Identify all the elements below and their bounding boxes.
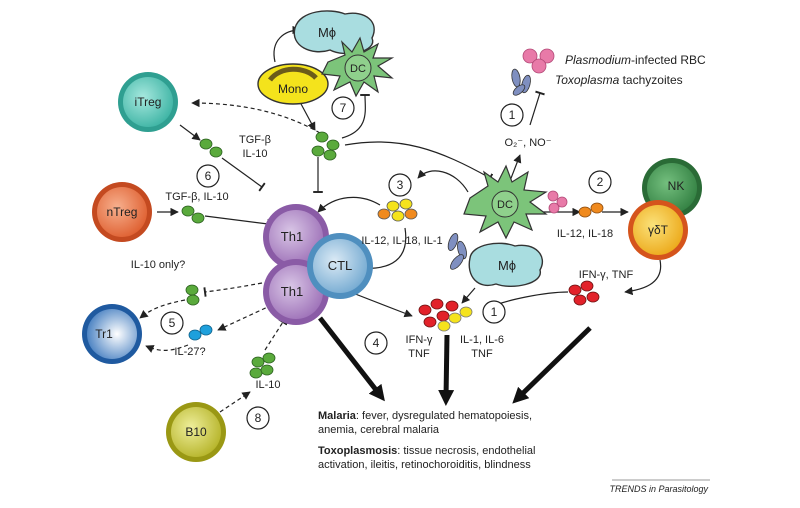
ntreg-cytokine-pair [181, 205, 205, 224]
step-8: 8 [246, 406, 270, 430]
ctl-cell: CTL [307, 233, 373, 299]
svg-text:5: 5 [169, 316, 176, 330]
label-il27: IL-27? [174, 346, 205, 358]
label-o2-no: O₂⁻, NO⁻ [504, 137, 551, 149]
ifng-tnf-right-cluster [568, 280, 600, 306]
rbc-icons-right [547, 190, 568, 214]
label-il1-il6: IL-1, IL-6 [460, 334, 504, 346]
step-4: 4 [364, 331, 388, 355]
malaria-outcome-line2: anemia, cerebral malaria [318, 424, 440, 436]
gdt-cell: γδT [628, 200, 688, 260]
step-1-top: 1 [500, 103, 524, 127]
il10-only-pair [185, 284, 200, 306]
step-7: 7 [331, 96, 355, 120]
macrophage-top-cell: Mϕ [293, 10, 375, 55]
outcome-arrows [318, 316, 592, 406]
svg-text:7: 7 [340, 101, 347, 115]
tgfb-il10-cluster [311, 131, 340, 161]
outcomes-text: Malaria: fever, dysregulated hematopoies… [318, 410, 535, 471]
tr1-cell: Tr1 [82, 304, 142, 364]
label-il10-only: IL-10 only? [131, 259, 185, 271]
toxoplasma-tachyzoite-icons [511, 68, 531, 96]
tr1-label: Tr1 [95, 327, 113, 341]
svg-text:3: 3 [397, 178, 404, 192]
svg-text:8: 8 [255, 411, 262, 425]
toxo-outcome-line2: activation, ileitis, retinochoroiditis, … [318, 459, 531, 471]
toxoplasma-label: Toxoplasma tachyzoites [555, 73, 683, 87]
label-il10-b10: IL-10 [255, 379, 280, 391]
step-1-center: 1 [482, 300, 506, 324]
ntreg-label: nTreg [107, 205, 138, 219]
nk-label: NK [668, 179, 685, 193]
monocyte-cell: Mono [257, 63, 329, 105]
toxo-outcome-line1: Toxoplasmosis: tissue necrosis, endothel… [318, 445, 535, 457]
ifng-tnf-il1-il6-cluster [418, 298, 473, 332]
mphi-right-label: Mϕ [498, 258, 516, 273]
itreg-label: iTreg [135, 95, 162, 109]
plasmodium-label: Plasmodium-infected RBC [565, 53, 706, 67]
label-il10-top: IL-10 [242, 148, 267, 160]
dc-top-label: DC [350, 63, 366, 75]
label-ifng-tnf-right: IFN-γ, TNF [579, 269, 634, 281]
label-tgfb-il10-ntreg: TGF-β, IL-10 [165, 191, 228, 203]
svg-text:1: 1 [509, 108, 516, 122]
cytokine-labels: TGF-β IL-10 TGF-β, IL-10 IL-12, IL-18, I… [131, 134, 634, 391]
b10-cell: B10 [166, 402, 226, 462]
itreg-cytokine-pair [199, 138, 223, 158]
dc-right-label: DC [497, 199, 513, 211]
svg-text:2: 2 [597, 175, 604, 189]
tachyzoite-icons [447, 233, 467, 270]
cytokines [181, 131, 340, 379]
step-3: 3 [388, 173, 412, 197]
ntreg-cell: nTreg [92, 182, 152, 242]
label-tnf-left: TNF [408, 348, 430, 360]
il12-il18-il1-cluster [377, 198, 418, 222]
il12-il18-pair [578, 202, 604, 218]
label-tnf-right: TNF [471, 348, 493, 360]
b10-il10-cluster [249, 352, 276, 379]
mphi-top-label: Mϕ [318, 25, 336, 40]
plasmodium-rbc-icons [522, 48, 555, 74]
dendritic-cell-top: DC [321, 36, 395, 98]
step-markers: 1 2 3 4 5 6 7 8 1 [160, 96, 612, 430]
svg-text:4: 4 [373, 336, 380, 350]
dendritic-cell-right: DC [463, 164, 548, 240]
il27-pair [188, 324, 213, 341]
step-5: 5 [160, 311, 184, 335]
svg-text:1: 1 [491, 305, 498, 319]
mono-label: Mono [278, 82, 308, 96]
th1-upper-label: Th1 [281, 229, 303, 244]
parasite-labels: Plasmodium-infected RBC Toxoplasma tachy… [555, 53, 706, 87]
step-6: 6 [196, 164, 220, 188]
label-il12-il18-il1: IL-12, IL-18, IL-1 [361, 235, 442, 247]
step-2: 2 [588, 170, 612, 194]
svg-text:6: 6 [205, 169, 212, 183]
itreg-cell: iTreg [118, 72, 178, 132]
macrophage-right-cell: Mϕ [468, 242, 543, 287]
label-tgfb-top: TGF-β [239, 134, 271, 146]
ctl-label: CTL [328, 258, 353, 273]
journal-footer: TRENDS in Parasitology [609, 484, 708, 494]
label-ifng: IFN-γ [406, 334, 433, 346]
malaria-outcome-line1: Malaria: fever, dysregulated hematopoies… [318, 410, 532, 422]
th1-lower-label: Th1 [281, 284, 303, 299]
gdt-label: γδT [648, 223, 669, 237]
b10-label: B10 [185, 425, 207, 439]
label-il12-il18: IL-12, IL-18 [557, 228, 613, 240]
